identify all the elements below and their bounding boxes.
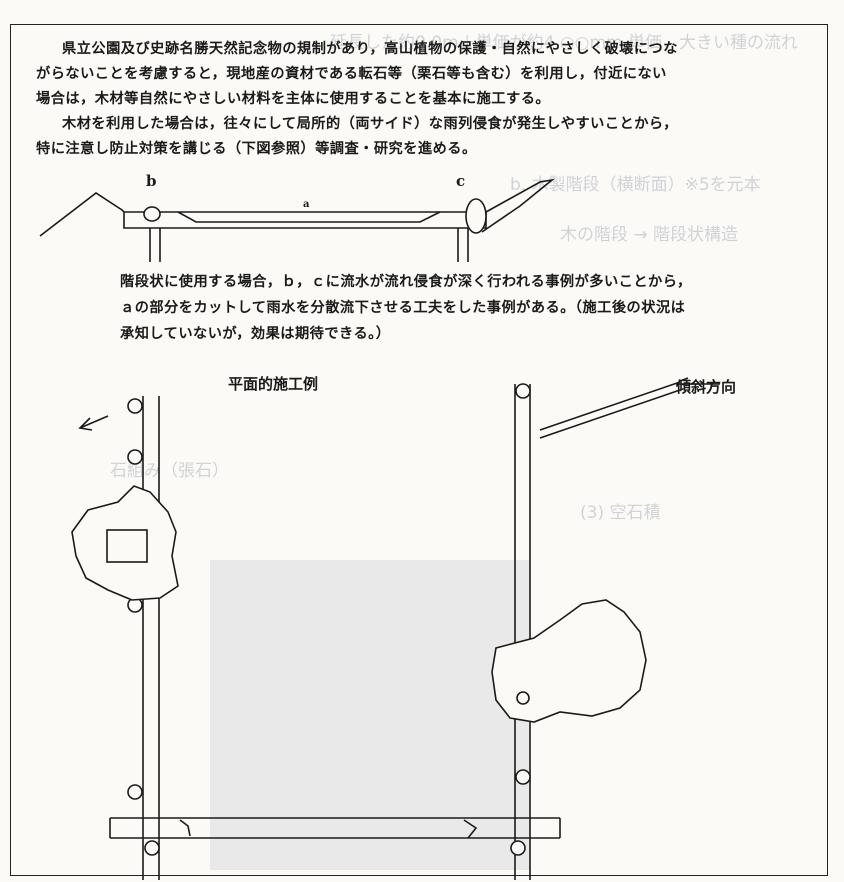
cross-section-diagram <box>39 178 555 262</box>
bleed-through-line-4: 石組み（張石） <box>110 461 229 481</box>
bleed-through-line-3: 木の階段 → 階段状構造 <box>560 225 739 245</box>
step-line-3: 承知していないが，効果は期待できる。） <box>120 326 391 342</box>
label-b: b <box>146 172 157 190</box>
wood-line-2: 特に注意し防止対策を講じる（下図参照）等調査・研究を進める。 <box>36 141 477 157</box>
intro-line-3: 場合は，木材等自然にやさしい材料を主体に使用することを基本に施工する。 <box>36 91 551 107</box>
label-c: c <box>456 172 466 190</box>
bleed-through-line-2: b. 木製階段（横断面）※5を元本 <box>510 175 761 195</box>
intro-line-2: がらないことを考慮すると，現地産の資材である転石等（栗石等も含む）を利用し，付近… <box>36 66 667 82</box>
bleed-through-line-5: (3) 空石積 <box>580 503 661 523</box>
step-line-1: 階段状に使用する場合，ｂ，ｃに流水が流れ侵食が深く行われる事例が多いことから， <box>120 274 692 290</box>
wood-line-1: 木材を利用した場合は，往々にして局所的（両サイド）な雨列侵食が発生しやすいことか… <box>62 116 678 132</box>
intro-line-1: 県立公園及び史跡名勝天然記念物の規制があり，高山植物の保護・自然にやさしく破壊に… <box>62 41 678 57</box>
step-line-2: ａの部分をカットして雨水を分散流下させる工夫をした事例がある。（施工後の状況は <box>120 300 686 316</box>
label-a: a <box>303 199 310 210</box>
bottom-beam <box>109 817 561 856</box>
page-border <box>10 24 828 876</box>
bleed-through-line-1: 延長した約0.0m＋単価が約4.○○mm 単価，大きい種の流れ <box>330 33 799 53</box>
plan-view-right <box>491 377 720 880</box>
plan-title: 平面的施工例 <box>228 375 319 393</box>
plan-view-left <box>71 396 179 880</box>
slope-direction-label: 傾斜方向 <box>676 378 737 396</box>
